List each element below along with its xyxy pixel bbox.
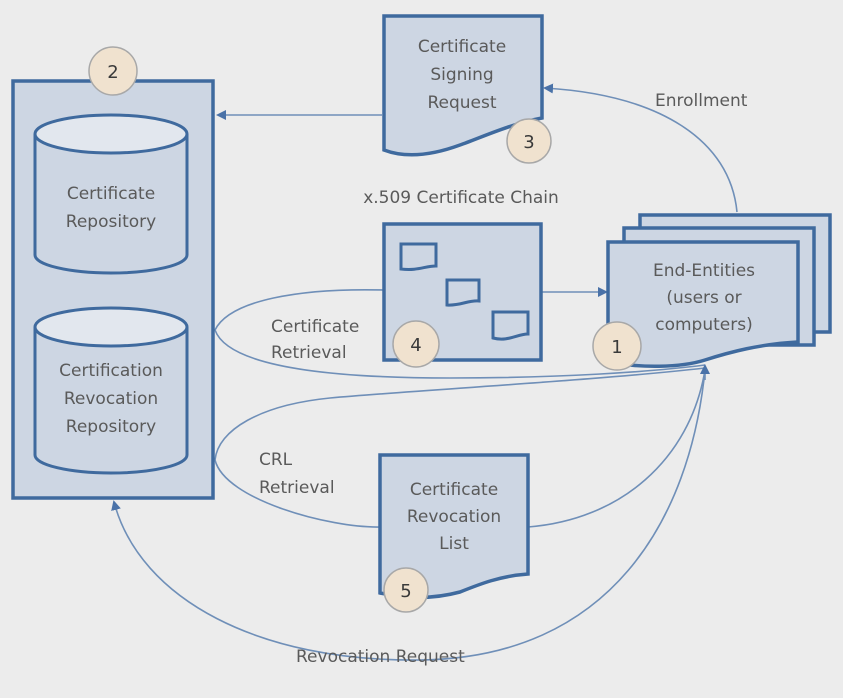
certificate-revocation-list-node: Certificate Revocation List 5 [378, 453, 530, 613]
revocation-repository-label-1: Certification [59, 361, 163, 381]
step-badge-5: 5 [383, 567, 429, 613]
mini-certificate-icon-1 [399, 242, 438, 271]
step-badge-2: 2 [88, 46, 138, 96]
chain-caption: x.509 Certificate Chain [363, 188, 559, 208]
certificate-retrieval-label-2: Retrieval [271, 343, 347, 363]
certificate-retrieval-loop [214, 288, 706, 379]
csr-label-3: Request [427, 93, 496, 113]
crl-label-2: Revocation [407, 507, 501, 527]
crl-retrieval-loop-upper [214, 367, 706, 461]
certificate-repository-label-1: Certificate [67, 184, 155, 204]
connectors [111, 83, 738, 661]
step-badge-2-number: 2 [107, 62, 118, 83]
crl-to-end-entities-connector [527, 369, 706, 528]
enrollment-arrow [543, 83, 738, 213]
step-badge-3-number: 3 [523, 132, 534, 153]
step-badge-4-number: 4 [410, 335, 421, 356]
x509-certificate-chain-node: x.509 Certificate Chain 4 [363, 188, 559, 368]
crl-retrieval-label-1: CRL [259, 450, 293, 470]
end-entities-label-3: computers) [655, 315, 752, 335]
step-badge-3: 3 [506, 118, 552, 164]
end-entities-label-1: End-Entities [653, 261, 755, 281]
certificate-retrieval-label-1: Certificate [271, 317, 359, 337]
step-badge-1-number: 1 [611, 337, 622, 358]
revocation-repository-label-3: Repository [66, 417, 156, 437]
revocation-request-label: Revocation Request [296, 647, 465, 667]
csr-label-1: Certificate [418, 37, 506, 57]
crl-label-3: List [439, 534, 469, 554]
mini-certificate-icon-3 [491, 310, 530, 341]
mini-certificate-icon-2 [445, 278, 481, 307]
crl-retrieval-loop-lower [214, 459, 381, 528]
revocation-repository-cylinder: Certification Revocation Repository [33, 306, 189, 475]
enrollment-label: Enrollment [655, 91, 748, 111]
revocation-repository-label-2: Revocation [64, 389, 158, 409]
certificate-repository-cylinder: Certificate Repository [33, 113, 189, 275]
step-badge-5-number: 5 [400, 581, 411, 602]
revocation-request-arrow [111, 369, 706, 661]
certificate-repository-label-2: Repository [66, 212, 156, 232]
step-badge-4: 4 [392, 320, 440, 368]
crl-label-1: Certificate [410, 480, 498, 500]
end-entities-node: End-Entities (users or computers) 1 [592, 213, 832, 371]
repository-container: Certificate Repository Certification Rev… [11, 46, 215, 500]
certificate-signing-request-node: Certificate Signing Request 3 [382, 14, 552, 164]
crl-retrieval-label-2: Retrieval [259, 478, 335, 498]
csr-label-2: Signing [430, 65, 493, 85]
step-badge-1: 1 [592, 321, 642, 371]
end-entities-label-2: (users or [666, 288, 741, 308]
